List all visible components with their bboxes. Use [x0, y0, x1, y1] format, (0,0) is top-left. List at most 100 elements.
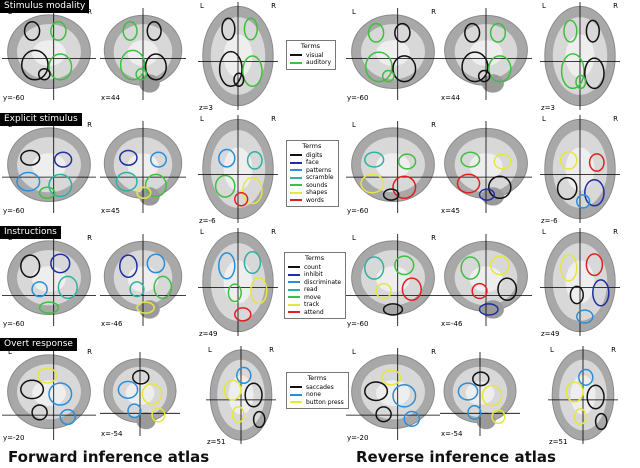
term-contour [20, 254, 41, 278]
slice-coordinate: z=49 [541, 330, 560, 338]
legend-swatch [290, 386, 302, 389]
term-contour [23, 21, 41, 41]
orientation-right-label: R [269, 346, 274, 354]
orientation-right-label: R [87, 348, 92, 356]
term-contour [489, 255, 510, 276]
forward-sagittal-panel: x=-54 [100, 352, 180, 438]
orientation-right-label: R [271, 115, 276, 123]
term-contour [246, 150, 263, 170]
sagittal-brain-slice [100, 352, 180, 436]
term-contour [460, 256, 481, 280]
orientation-left-label: L [352, 234, 356, 242]
legend-swatch [290, 154, 302, 157]
term-contour [471, 282, 488, 300]
orientation-left-label: L [352, 8, 356, 16]
row-label: Explicit stimulus [0, 113, 82, 126]
coronal-brain-slice [346, 348, 440, 440]
term-contour [497, 277, 518, 301]
slice-coordinate: y=-20 [3, 434, 25, 442]
term-contour [146, 253, 166, 274]
axial-brain-slice [540, 2, 620, 110]
term-contour [227, 283, 242, 303]
row-label: Overt response [0, 338, 77, 351]
legend-title: Terms [307, 374, 327, 382]
term-contour [364, 256, 385, 280]
legend-swatch [290, 176, 302, 179]
orientation-right-label: R [87, 121, 92, 129]
orientation-left-label: L [542, 115, 546, 123]
reverse-sagittal-panel: x=-46 [440, 234, 532, 328]
term-contour [38, 301, 60, 314]
term-contour [20, 49, 49, 81]
term-contour [578, 368, 594, 386]
term-contour [576, 309, 594, 324]
legend-term: face [306, 159, 319, 166]
term-contour [132, 369, 150, 385]
sagittal-brain-slice [440, 8, 532, 100]
legend-title: Terms [302, 142, 322, 150]
term-contour [115, 171, 138, 192]
orientation-left-label: L [542, 228, 546, 236]
legend-entry: track [288, 301, 341, 309]
orientation-left-label: L [208, 346, 212, 354]
term-contour [360, 173, 385, 194]
axial-brain-slice [198, 228, 278, 336]
term-contour [457, 382, 479, 401]
term-contour [242, 55, 263, 87]
slice-coordinate: y=-60 [347, 94, 369, 102]
slice-coordinate: y=-60 [3, 94, 25, 102]
term-contour [136, 186, 152, 200]
orientation-right-label: R [613, 2, 618, 10]
orientation-right-label: R [271, 228, 276, 236]
term-contour [231, 406, 245, 424]
term-contour [117, 380, 139, 399]
term-contour [119, 149, 138, 166]
legend-entry: button press [290, 399, 344, 407]
term-contour [403, 410, 421, 427]
figure-row: LRy=-60x=45LRz=-6LRy=-60x=45LRz=-6Explic… [0, 113, 640, 225]
sagittal-brain-slice [440, 352, 520, 436]
legend-swatch [288, 303, 300, 306]
term-contour [464, 22, 481, 43]
term-contour [573, 407, 587, 426]
sagittal-brain-slice [100, 234, 186, 326]
term-contour [218, 148, 236, 168]
orientation-left-label: L [550, 346, 554, 354]
term-contour [397, 153, 417, 170]
slice-coordinate: z=-6 [199, 217, 216, 225]
slice-coordinate: z=51 [549, 438, 568, 446]
legend-entry: attend [288, 309, 341, 317]
term-contour [38, 186, 56, 200]
legend-swatch [290, 61, 302, 64]
term-contour [585, 19, 600, 43]
forward-sagittal-panel: x=44 [100, 8, 186, 102]
axial-brain-slice [198, 115, 278, 223]
reverse-sagittal-panel: x=45 [440, 121, 532, 215]
term-contour [252, 410, 266, 429]
orientation-right-label: R [431, 348, 436, 356]
term-contour [57, 275, 78, 300]
legend-term: digits [306, 151, 323, 159]
term-contour [31, 404, 48, 421]
term-contour [50, 21, 67, 41]
term-contour [48, 382, 73, 406]
legend-entry: saccades [290, 384, 344, 392]
reverse-atlas-title: Reverse inference atlas [356, 448, 556, 466]
term-contour [214, 174, 236, 198]
forward-sagittal-panel: x=45 [100, 121, 186, 215]
slice-coordinate: z=-6 [541, 217, 558, 225]
term-contour [380, 369, 402, 386]
legend-swatch [290, 191, 302, 194]
sagittal-brain-slice [440, 121, 532, 213]
legend-term: count [304, 263, 321, 271]
term-contour [456, 173, 481, 194]
term-contour [461, 51, 489, 83]
term-contour [36, 367, 58, 384]
term-contour [565, 381, 584, 403]
